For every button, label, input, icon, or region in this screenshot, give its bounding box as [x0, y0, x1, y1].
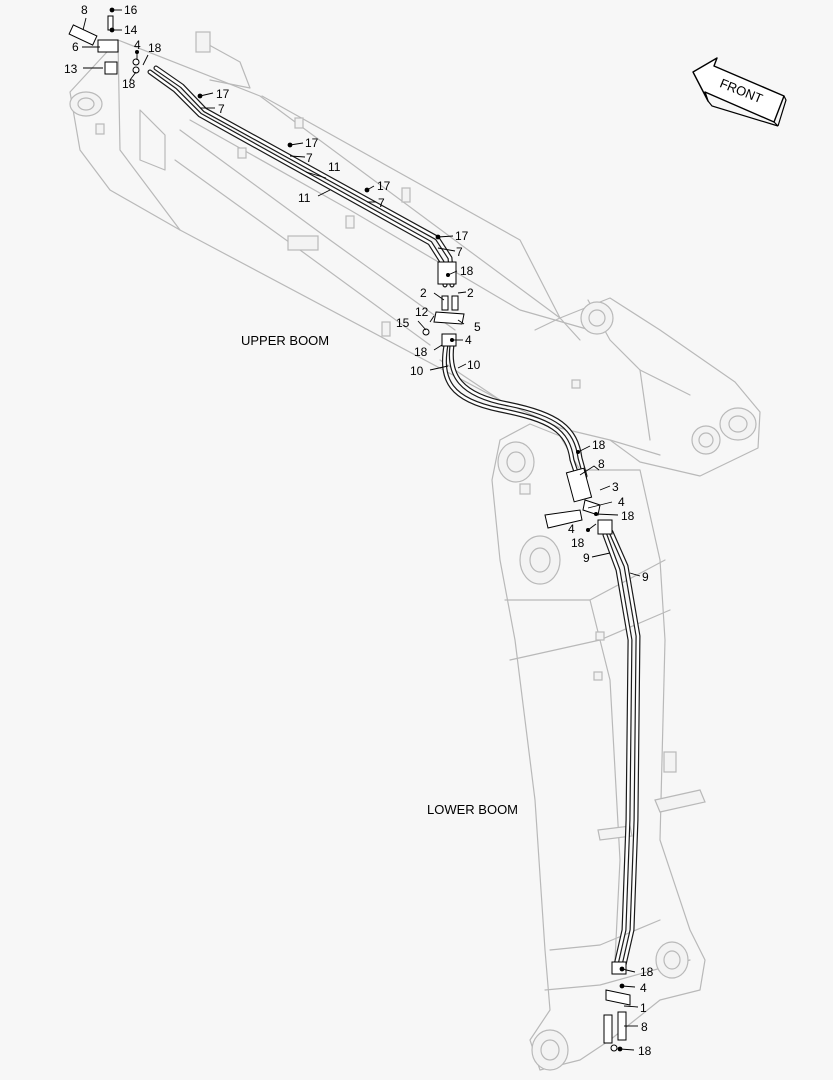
- callout: 18: [122, 77, 136, 91]
- callout: 18: [638, 1044, 652, 1058]
- callout: 1: [640, 1001, 647, 1015]
- boom-structure: [69, 31, 761, 1071]
- callout: 9: [583, 551, 590, 565]
- callout: 7: [456, 245, 463, 259]
- callout: 18: [640, 965, 654, 979]
- upper-boom-label: UPPER BOOM: [241, 333, 329, 348]
- callout: 4: [568, 522, 575, 536]
- callout: 9: [642, 570, 649, 584]
- callout: 7: [306, 151, 313, 165]
- callout: 18: [571, 536, 585, 550]
- callout: 18: [460, 264, 474, 278]
- arrow-left-icon: [692, 57, 785, 123]
- callout: 8: [641, 1020, 648, 1034]
- callout: 17: [377, 179, 391, 193]
- fittings: [68, 15, 631, 1052]
- callout: 11: [328, 160, 341, 174]
- front-arrow: FRONT: [692, 57, 787, 127]
- callout: 18: [621, 509, 635, 523]
- callout: 14: [124, 23, 138, 37]
- callout: 17: [455, 229, 469, 243]
- callout: 3: [612, 480, 619, 494]
- lower-boom-label: LOWER BOOM: [427, 802, 518, 817]
- callout: 18: [414, 345, 428, 359]
- leader-lines: [82, 7, 641, 1052]
- part-callouts: 8 16 14 6 4 18 13 18 17 7 17 7 11 11 17 …: [64, 3, 654, 1058]
- callout: 4: [465, 333, 472, 347]
- callout: 16: [124, 3, 138, 17]
- callout: 18: [592, 438, 606, 452]
- callout: 10: [467, 358, 481, 372]
- callout: 2: [467, 286, 474, 300]
- callout: 8: [598, 457, 605, 471]
- callout: 18: [148, 41, 162, 55]
- callout: 10: [410, 364, 424, 378]
- callout: 8: [81, 3, 88, 17]
- callout: 5: [474, 320, 481, 334]
- callout: 13: [64, 62, 78, 76]
- callout: 4: [640, 981, 647, 995]
- callout: 2: [420, 286, 427, 300]
- callout: 7: [378, 196, 385, 210]
- callout: 17: [216, 87, 230, 101]
- callout: 12: [415, 305, 429, 319]
- callout: 11: [298, 191, 311, 205]
- callout: 6: [72, 40, 79, 54]
- callout: 7: [218, 102, 225, 116]
- callout: 4: [134, 38, 141, 52]
- callout: 17: [305, 136, 319, 150]
- callout: 4: [618, 495, 625, 509]
- callout: 15: [396, 316, 410, 330]
